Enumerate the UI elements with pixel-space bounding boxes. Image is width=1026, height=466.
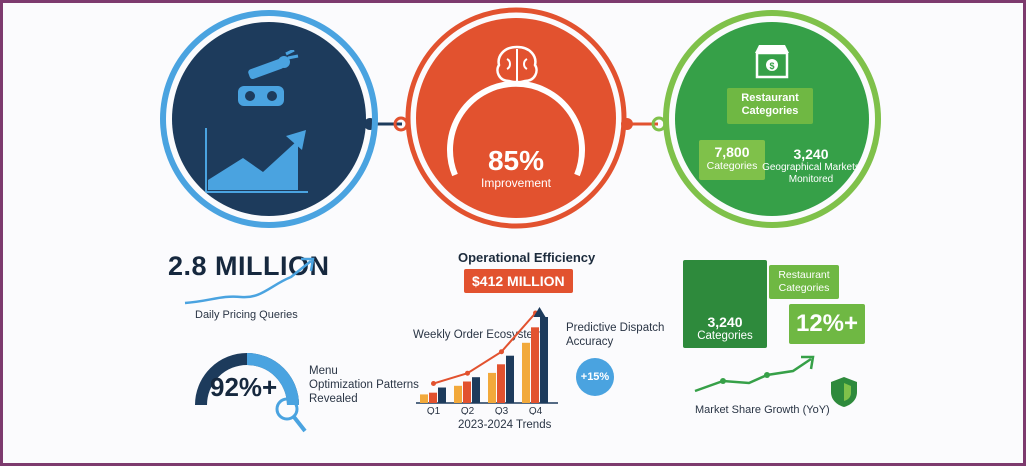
bar-q1-s2 (429, 392, 437, 403)
bar-q3-s3 (506, 355, 514, 403)
tick-label-q1: Q1 (427, 406, 441, 415)
bar-q4-s1 (522, 342, 530, 403)
brain-icon (496, 45, 538, 85)
market-share-percent: 12%+ (789, 304, 865, 344)
bar-q4-s2 (531, 327, 539, 403)
dispatch-accuracy-label: Predictive Dispatch Accuracy (566, 322, 665, 348)
shield-icon (831, 377, 857, 407)
bar-q4-s3 (540, 317, 548, 403)
trend-line-icon (184, 257, 315, 305)
menu-optimization-label: Menu Optimization Patterns Revealed (309, 365, 419, 405)
markets-stat-value: 3,240 (793, 146, 829, 162)
growth-arrow (533, 307, 546, 317)
tick-label-q4: Q4 (529, 406, 543, 415)
categories-box-label: Categories (697, 330, 753, 342)
trend-point-2 (465, 370, 470, 376)
robot-arm-icon (238, 50, 299, 106)
menu-optimization-gauge (195, 353, 307, 433)
bar-q2-s2 (463, 381, 471, 403)
bar-q2-s1 (454, 385, 462, 403)
bar-q3-s1 (488, 372, 496, 403)
gauge-label: Improvement (480, 176, 552, 190)
restaurant-categories-header: Restaurant Categories (727, 88, 813, 124)
bar-q2-s3 (472, 377, 480, 403)
daily-queries-caption: Daily Pricing Queries (195, 309, 298, 321)
categories-box-value: 3,240 (707, 314, 743, 330)
tick-label-q3: Q3 (495, 406, 509, 415)
market-share-caption: Market Share Growth (YoY) (695, 404, 830, 416)
trend-point-1 (431, 381, 436, 387)
storefront-icon: $ (755, 45, 789, 79)
dispatch-badge-value: +15% (580, 371, 610, 383)
daily-queries-headline: 2.8 MILLION (168, 251, 330, 281)
trend-point-3 (499, 349, 504, 355)
trend-bar-chart: Q1 Q2 Q3 Q4 (416, 307, 558, 415)
categories-stat-label: Categories (706, 160, 758, 172)
market-share-trend-icon (694, 355, 815, 393)
bar-q3-s2 (497, 364, 505, 403)
operational-efficiency-value: $412 MILLION (464, 269, 573, 293)
dispatch-badge: +15% (576, 358, 614, 396)
bar-q1-s1 (420, 394, 428, 403)
magnifier-icon (275, 397, 299, 421)
bar-q1-s3 (438, 387, 446, 403)
trend-line (433, 312, 537, 385)
categories-stat-value: 7,800 (714, 144, 750, 160)
trend-caption: 2023-2024 Trends (458, 419, 552, 431)
weekly-order-label: Weekly Order Ecosystem (413, 329, 543, 341)
growth-chart-icon (205, 128, 308, 193)
gauge-value: 85% (487, 145, 545, 176)
markets-stat: 3,240 Geographical Markets Monitored (761, 146, 861, 186)
categories-stat-box: 7,800 Categories (699, 140, 765, 180)
circle-categories: $ Restaurant Categories 7,800 Categories… (661, 8, 883, 230)
operational-efficiency-title: Operational Efficiency (458, 250, 596, 265)
markets-stat-label: Geographical Markets Monitored (762, 162, 860, 185)
tick-label-q2: Q2 (461, 406, 475, 415)
restaurant-categories-bubble: Restaurant Categories (769, 265, 839, 299)
svg-text:$: $ (769, 61, 774, 71)
menu-gauge-value: 92%+ (210, 372, 278, 402)
categories-box: 3,240 Categories (683, 260, 767, 348)
circle-efficiency: 85% Improvement (403, 5, 629, 231)
circle-automation (158, 8, 380, 230)
